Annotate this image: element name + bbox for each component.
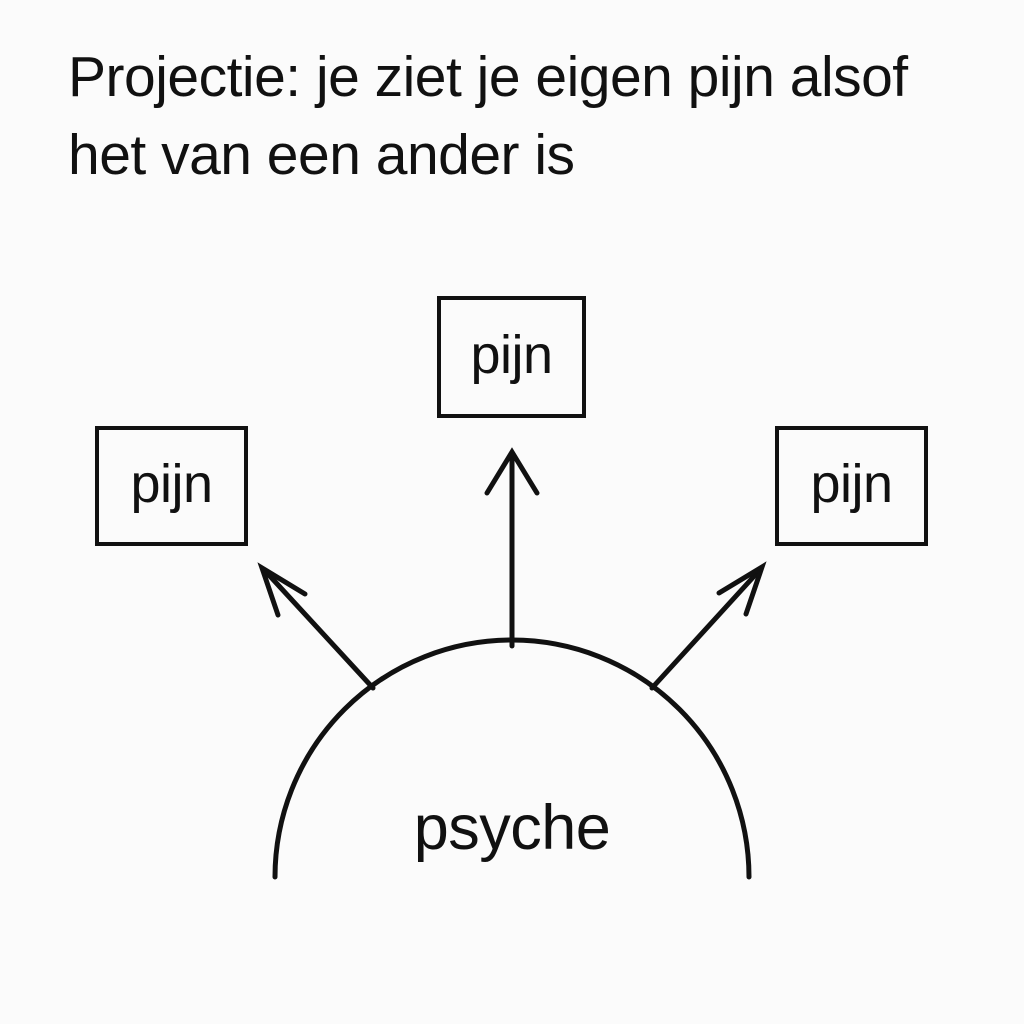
pijn-box-right-label: pijn	[810, 454, 893, 514]
arrow-right-head	[716, 561, 767, 617]
pijn-box-right: pijn	[775, 426, 928, 546]
psyche-label: psyche	[413, 793, 611, 863]
page-title: Projectie: je ziet je eigen pijn alsof h…	[68, 45, 908, 187]
pijn-box-center: pijn	[437, 296, 586, 418]
arrow-right-shaft	[649, 570, 760, 691]
pijn-box-center-label: pijn	[470, 325, 553, 385]
pijn-box-left: pijn	[95, 426, 248, 546]
arrow-left-shaft	[265, 571, 376, 691]
arrow-center-head	[484, 447, 540, 496]
pijn-box-left-label: pijn	[130, 454, 213, 514]
arrow-left-head	[257, 562, 308, 618]
